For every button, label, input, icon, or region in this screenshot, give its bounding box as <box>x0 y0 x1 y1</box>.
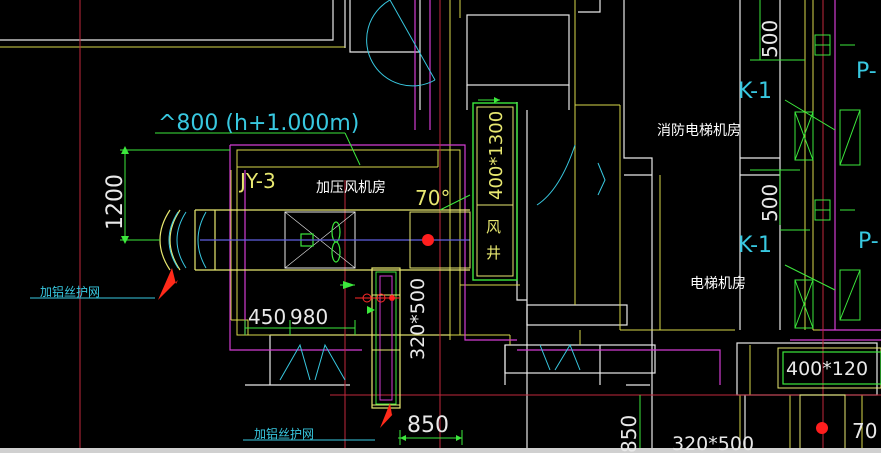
dim-850-label: 850 <box>407 413 449 438</box>
bottom-scroll-edge[interactable] <box>0 448 881 453</box>
walls-magenta <box>229 0 881 385</box>
vertical-duct <box>355 267 401 409</box>
dim-320x500-bottom-label: 320*500 <box>672 433 754 453</box>
k1-mid-label: K-1 <box>738 233 772 258</box>
air-shaft <box>472 102 518 281</box>
arrow-ticks <box>121 97 500 441</box>
dim-850-bottom-label: 850 <box>617 415 641 453</box>
duct-400x1200-label: 400*120 <box>786 358 868 380</box>
k1-units <box>784 34 861 329</box>
fan-assembly <box>200 211 471 269</box>
axis-lines-red <box>79 0 881 453</box>
p-mid-label: P- <box>858 229 879 254</box>
bottom-right-duct <box>777 347 881 453</box>
main-duct <box>159 209 470 271</box>
dimension-lines <box>120 0 810 453</box>
mesh-left-label: 加铝丝护网 <box>40 284 100 299</box>
mesh-bottom-label: 加铝丝护网 <box>254 426 314 441</box>
shaft-size-label: 400*1300 <box>486 111 507 200</box>
dim-500-mid-label: 500 <box>758 184 782 222</box>
dim-1200-label: 1200 <box>103 174 128 230</box>
fire-damper-dot <box>422 234 434 246</box>
dim-70-bottom-label: 70 <box>852 419 877 443</box>
text-labels: ^800 (h+1.000m) 1200 JY-3 加压风机房 70° 400*… <box>40 20 879 453</box>
pressurization-room-label: 加压风机房 <box>316 180 386 196</box>
dim-320x500-vertical-label: 320*500 <box>407 278 429 360</box>
duct-800-label: ^800 (h+1.000m) <box>158 111 359 136</box>
doors-cyan <box>279 0 606 381</box>
elevator-room-label: 电梯机房 <box>690 276 746 292</box>
mesh-pointer-arrows <box>158 268 395 428</box>
angle-70-label: 70° <box>415 186 450 210</box>
leader-lines <box>30 297 375 441</box>
dim-500-top-label: 500 <box>758 20 782 58</box>
dim-450-label: 450 <box>248 305 286 329</box>
dim-980-label: 980 <box>290 305 328 329</box>
k1-top-label: K-1 <box>738 79 772 104</box>
air-shaft-label-2: 井 <box>486 244 501 262</box>
inlet-mesh-arcs <box>168 211 207 269</box>
p-top-label: P- <box>856 59 877 84</box>
fan-tag-label: JY-3 <box>238 169 276 193</box>
air-shaft-label-1: 风 <box>486 218 501 236</box>
fire-elevator-room-label: 消防电梯机房 <box>657 123 741 139</box>
